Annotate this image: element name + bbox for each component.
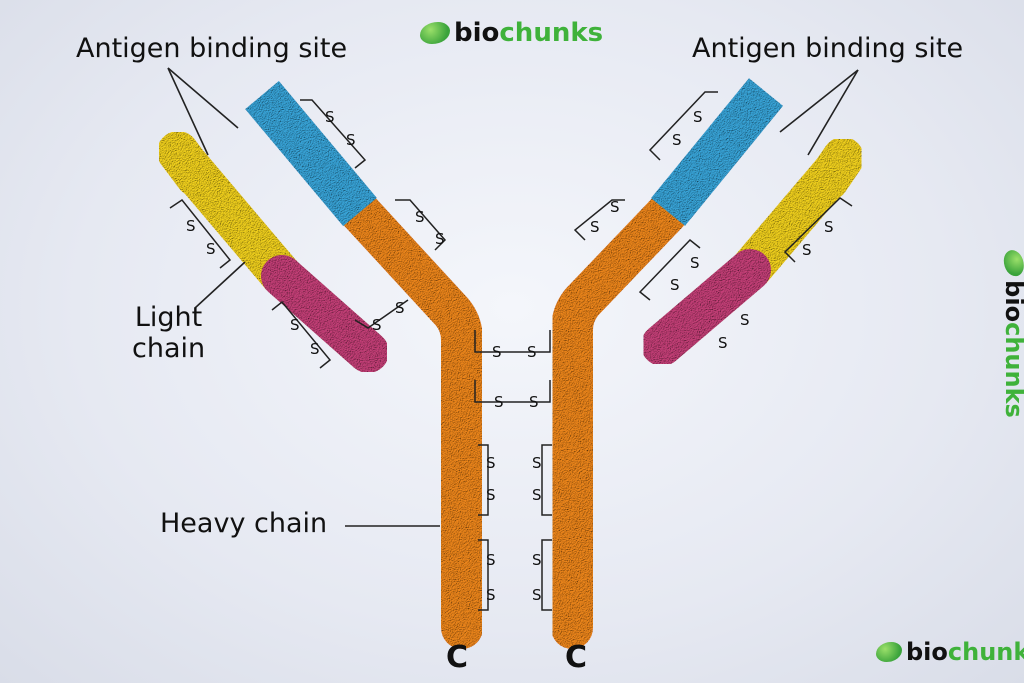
s-label: S — [527, 343, 537, 361]
logo-chunks: chunks — [947, 638, 1024, 666]
s-label: S — [206, 240, 216, 258]
s-label: S — [486, 454, 496, 472]
light-chain-label: Light chain — [132, 302, 206, 365]
s-label: S — [529, 393, 539, 411]
s-label: S — [532, 586, 542, 604]
logo-chunks: chunks — [999, 322, 1024, 418]
s-label: S — [186, 217, 196, 235]
logo-bio: bio — [906, 638, 948, 666]
s-label: S — [532, 551, 542, 569]
heavy-chain-right — [551, 78, 784, 649]
s-label: S — [824, 218, 834, 236]
light-chain-right — [641, 137, 864, 366]
leaf-icon — [876, 642, 902, 662]
s-label: S — [486, 586, 496, 604]
leaf-icon — [420, 22, 450, 44]
s-label: S — [532, 454, 542, 472]
heavy-chain-left — [245, 80, 483, 649]
heavy-chain-label: Heavy chain — [160, 508, 328, 539]
disulfide-bonds — [169, 91, 853, 611]
disulfide-labels: S S S S S S S S S S S S S S S S S S S S … — [186, 108, 834, 604]
s-label: S — [290, 316, 300, 334]
s-label: S — [802, 241, 812, 259]
logo-bio: bio — [454, 18, 500, 48]
s-label: S — [670, 276, 680, 294]
s-label: S — [435, 230, 445, 248]
s-label: S — [740, 311, 750, 329]
s-label: S — [395, 299, 405, 317]
s-label: S — [486, 486, 496, 504]
s-label: S — [494, 393, 504, 411]
s-label: S — [415, 208, 425, 226]
logo-bio: bio — [999, 280, 1024, 323]
light-chain-left — [157, 131, 389, 373]
s-label: S — [718, 334, 728, 352]
logo-chunks: chunks — [499, 18, 604, 48]
s-label: S — [492, 343, 502, 361]
s-label: S — [346, 131, 356, 149]
s-label: S — [693, 108, 703, 126]
s-label: S — [532, 486, 542, 504]
c-terminus-right-label: C — [565, 640, 588, 675]
s-label: S — [372, 316, 382, 334]
s-label: S — [325, 108, 335, 126]
s-label: S — [672, 131, 682, 149]
antigen-binding-site-left-label: Antigen binding site — [76, 33, 348, 64]
s-label: S — [590, 218, 600, 236]
leaf-icon — [1003, 250, 1024, 277]
s-label: S — [486, 551, 496, 569]
s-label: S — [610, 198, 620, 216]
c-terminus-left-label: C — [446, 640, 469, 675]
antigen-binding-site-right-label: Antigen binding site — [692, 33, 964, 64]
s-label: S — [690, 254, 700, 272]
s-label: S — [310, 340, 320, 358]
leader-lines — [167, 67, 859, 527]
